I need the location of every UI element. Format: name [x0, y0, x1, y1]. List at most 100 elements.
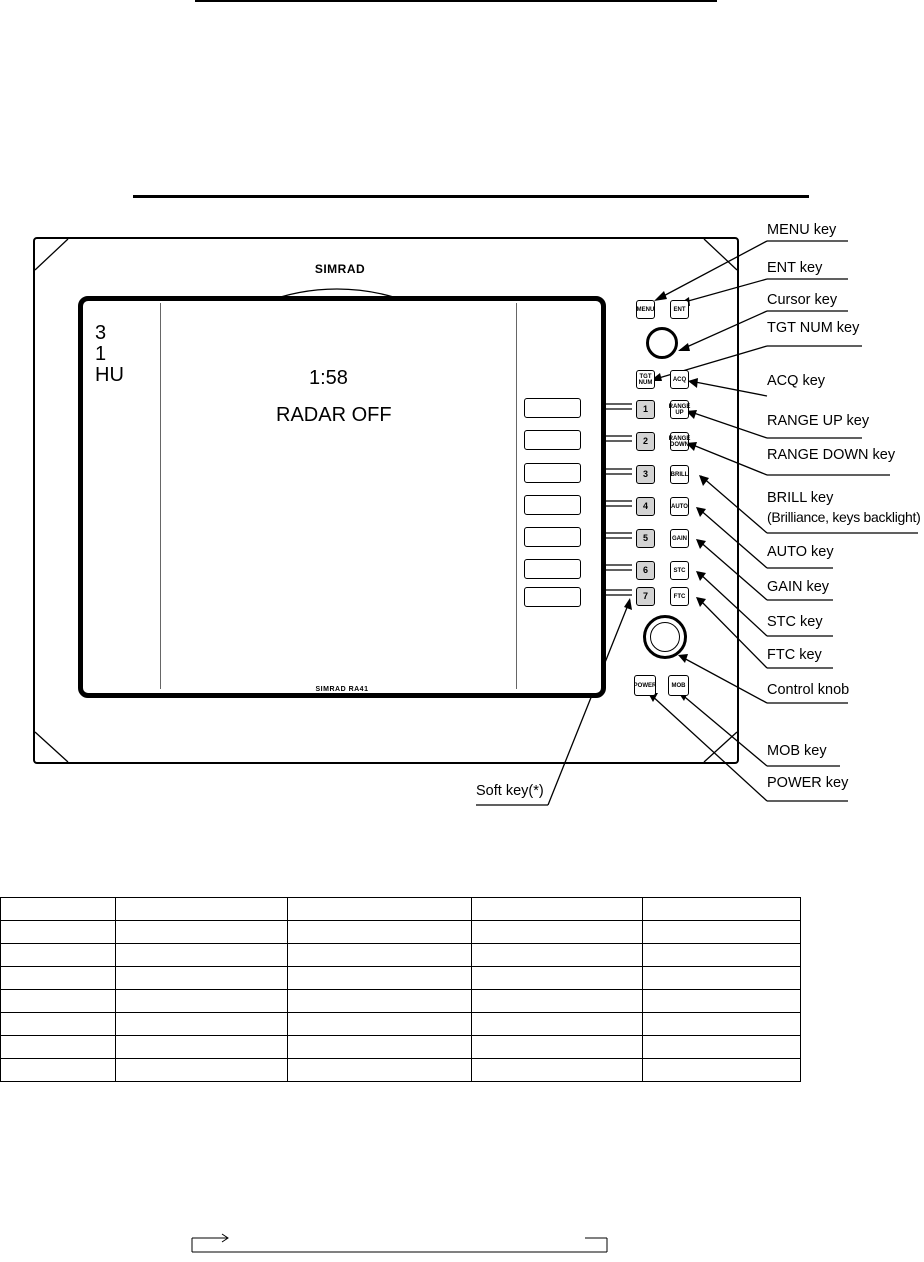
table-cell: [115, 989, 288, 1013]
table-cell: [0, 1012, 116, 1036]
callout-mob-key: MOB key: [767, 743, 827, 759]
soft-key-1[interactable]: 1: [636, 400, 655, 419]
radar-status: RADAR OFF: [276, 404, 392, 426]
table-cell: [115, 1012, 288, 1036]
tgt-num-key[interactable]: TGT NUM: [636, 370, 655, 389]
range-readout: 3: [95, 322, 107, 344]
table-cell: [115, 1058, 288, 1082]
soft-key-6[interactable]: 6: [636, 561, 655, 580]
table-cell: [642, 897, 801, 921]
table-cell: [287, 920, 472, 944]
table-row: [0, 897, 801, 921]
table-cell: [642, 989, 801, 1013]
table-cell: [0, 1058, 116, 1082]
brand-logo-top: SIMRAD: [314, 262, 366, 276]
table-cell: [287, 1035, 472, 1059]
table-cell: [471, 966, 643, 990]
soft-key-3[interactable]: 3: [636, 465, 655, 484]
table-cell: [642, 1058, 801, 1082]
callout-menu-key: MENU key: [767, 222, 837, 238]
control-knob[interactable]: [643, 615, 687, 659]
soft-key-label-6: [524, 559, 581, 579]
table-cell: [471, 1058, 643, 1082]
rings-readout: 1: [95, 343, 107, 365]
soft-key-label-1: [524, 398, 581, 418]
top-heading-rule: [195, 0, 717, 2]
soft-key-2[interactable]: 2: [636, 432, 655, 451]
table-row: [0, 966, 801, 990]
table-cell: [0, 943, 116, 967]
table-cell: [642, 1035, 801, 1059]
ppi-left-divider: [160, 303, 161, 689]
auto-key[interactable]: AUTO: [670, 497, 689, 516]
power-key[interactable]: POWER: [634, 675, 656, 696]
callout-cursor-key: Cursor key: [767, 292, 838, 308]
table-cell: [0, 920, 116, 944]
section-heading-rule: [133, 195, 809, 198]
table-row: [0, 920, 801, 944]
callout-soft-key: Soft key(*): [476, 783, 544, 799]
table-row: [0, 1035, 801, 1059]
acq-key[interactable]: ACQ: [670, 370, 689, 389]
soft-key-label-4: [524, 495, 581, 515]
table-cell: [471, 943, 643, 967]
table-cell: [0, 897, 116, 921]
cursor-key[interactable]: [646, 327, 678, 359]
table-cell: [471, 989, 643, 1013]
table-cell: [471, 897, 643, 921]
table-cell: [115, 920, 288, 944]
radar-screen: [78, 296, 606, 698]
callout-auto-key: AUTO key: [767, 544, 834, 560]
callout-gain-key: GAIN key: [767, 579, 830, 595]
callout-ent-key: ENT key: [767, 260, 823, 276]
callout-brill-note: (Brilliance, keys backlight): [767, 509, 921, 525]
empty-table: [0, 897, 801, 1082]
soft-key-label-5: [524, 527, 581, 547]
table-cell: [642, 943, 801, 967]
callout-range-up-key: RANGE UP key: [767, 413, 870, 429]
table-row: [0, 943, 801, 967]
table-cell: [471, 920, 643, 944]
orientation-readout: HU: [95, 364, 124, 386]
range-up-key[interactable]: RANGE UP: [669, 400, 690, 419]
soft-key-5[interactable]: 5: [636, 529, 655, 548]
table-cell: [115, 897, 288, 921]
callout-acq-key: ACQ key: [767, 373, 826, 389]
soft-key-4[interactable]: 4: [636, 497, 655, 516]
ent-key[interactable]: ENT: [670, 300, 689, 319]
ftc-key[interactable]: FTC: [670, 587, 689, 606]
callout-brill-key: BRILL key: [767, 490, 834, 506]
table-cell: [642, 966, 801, 990]
table-cell: [0, 966, 116, 990]
table-cell: [287, 1012, 472, 1036]
bottom-bracket: [191, 1233, 608, 1253]
table-cell: [287, 1058, 472, 1082]
table-cell: [287, 897, 472, 921]
callout-tgt-num-key: TGT NUM key: [767, 320, 860, 336]
callout-range-down-key: RANGE DOWN key: [767, 447, 896, 463]
ppi-right-divider: [516, 303, 517, 689]
table-cell: [642, 1012, 801, 1036]
table-cell: [642, 920, 801, 944]
table-cell: [115, 1035, 288, 1059]
soft-key-label-7: [524, 587, 581, 607]
menu-key[interactable]: MENU: [636, 300, 655, 319]
empty-table-body: [0, 897, 801, 1082]
soft-key-label-2: [524, 430, 581, 450]
gain-key[interactable]: GAIN: [670, 529, 689, 548]
callout-power-key: POWER key: [767, 775, 849, 791]
table-cell: [287, 943, 472, 967]
table-cell: [0, 1035, 116, 1059]
brill-key[interactable]: BRILL: [670, 465, 689, 484]
table-row: [0, 1058, 801, 1082]
control-knob-inner-ring: [650, 622, 680, 652]
callout-ftc-key: FTC key: [767, 647, 822, 663]
callout-control-knob: Control knob: [767, 682, 850, 698]
table-cell: [287, 966, 472, 990]
soft-key-7[interactable]: 7: [636, 587, 655, 606]
stc-key[interactable]: STC: [670, 561, 689, 580]
range-down-key[interactable]: RANGE DOWN: [669, 432, 690, 451]
mob-key[interactable]: MOB: [668, 675, 689, 696]
table-cell: [471, 1035, 643, 1059]
brand-logo-bottom: SIMRAD RA41: [302, 686, 382, 693]
